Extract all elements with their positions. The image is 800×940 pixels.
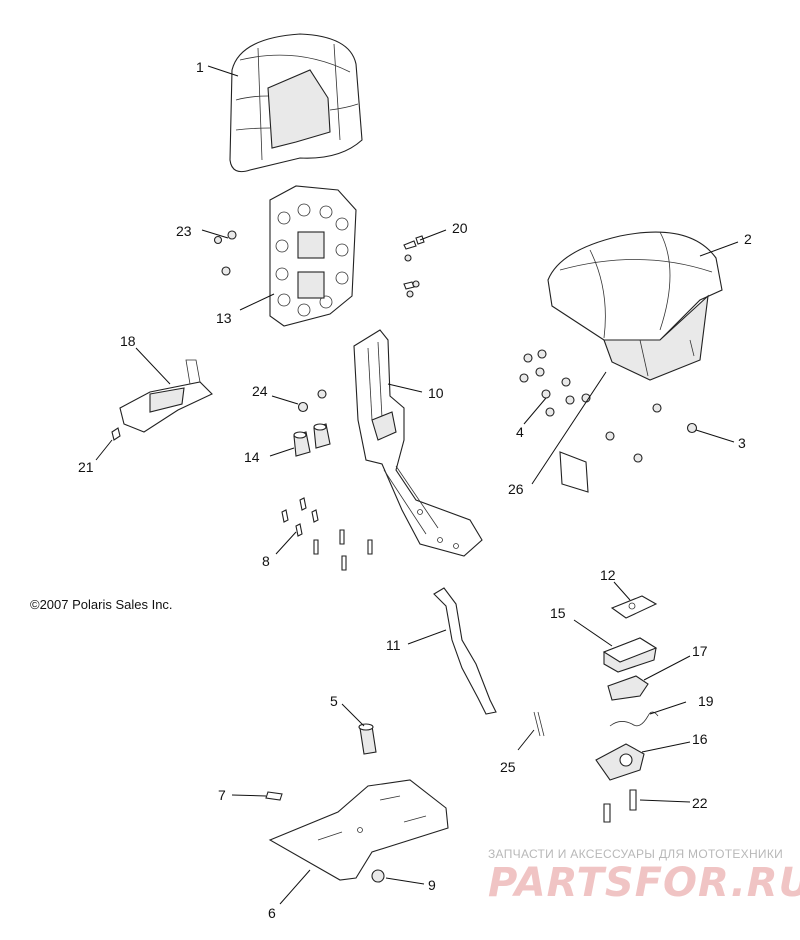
pin-25: [533, 711, 545, 737]
seat-latch-rod: [433, 587, 497, 715]
callout-5: 5: [330, 693, 338, 709]
nut-9: [371, 869, 385, 883]
watermark-tagline: ЗАПЧАСТИ И АКСЕССУАРЫ ДЛЯ МОТОТЕХНИКИ: [488, 847, 783, 861]
warning-label: [559, 451, 589, 493]
callout-8: 8: [262, 553, 270, 569]
callout-16: 16: [692, 731, 708, 747]
copyright-notice: ©2007 Polaris Sales Inc.: [30, 597, 173, 612]
callout-1: 1: [196, 59, 204, 75]
seat-back-cushion: [229, 33, 363, 173]
watermark: ЗАПЧАСТИ И АКСЕССУАРЫ ДЛЯ МОТОТЕХНИКИ PA…: [488, 847, 800, 906]
latch-base: [595, 743, 645, 781]
callout-7: 7: [218, 787, 226, 803]
nut-3-group: [605, 403, 698, 463]
seat-back-frame: [353, 329, 483, 557]
callout-labels: 1 2 3 4 5 6 7 8 9 10 11 12 13 14 15 16 1…: [78, 59, 752, 921]
callout-13: 13: [216, 310, 232, 326]
callout-19: 19: [698, 693, 714, 709]
latch-block: [602, 637, 658, 673]
callout-17: 17: [692, 643, 708, 659]
seat-bottom-cushion: [547, 231, 723, 381]
nut-23-group: [213, 230, 237, 276]
callout-14: 14: [244, 449, 260, 465]
callout-25: 25: [500, 759, 516, 775]
callout-2: 2: [744, 231, 752, 247]
callout-21: 21: [78, 459, 94, 475]
screw-22-group: [603, 789, 637, 823]
callout-15: 15: [550, 605, 566, 621]
seat-base-plate: [268, 779, 449, 881]
screw-20-group: [403, 235, 425, 298]
callout-6: 6: [268, 905, 276, 921]
latch-17: [607, 675, 649, 701]
rubber-bumper: [293, 423, 331, 457]
callout-10: 10: [428, 385, 444, 401]
callout-22: 22: [692, 795, 708, 811]
screw-8-group: [281, 497, 373, 571]
callout-4: 4: [516, 424, 524, 440]
callout-20: 20: [452, 220, 468, 236]
callout-23: 23: [176, 223, 192, 239]
screw-21: [111, 427, 121, 441]
nut-24-group: [297, 389, 327, 413]
seat-back-plate: [269, 185, 357, 327]
callout-9: 9: [428, 877, 436, 893]
callout-12: 12: [600, 567, 616, 583]
watermark-brand: PARTSFOR.RU: [488, 860, 800, 906]
latch-pin-5: [358, 723, 377, 755]
leader-lines: [95, 65, 739, 905]
screw-7: [265, 791, 283, 801]
spring-19: [609, 711, 659, 727]
callout-11: 11: [386, 637, 401, 653]
callout-3: 3: [738, 435, 746, 451]
callout-24: 24: [252, 383, 268, 399]
latch-cover-plate: [610, 595, 658, 619]
seat-bracket: [119, 359, 213, 433]
callout-26: 26: [508, 481, 524, 497]
nut-4-cluster: [519, 349, 591, 417]
callout-18: 18: [120, 333, 136, 349]
